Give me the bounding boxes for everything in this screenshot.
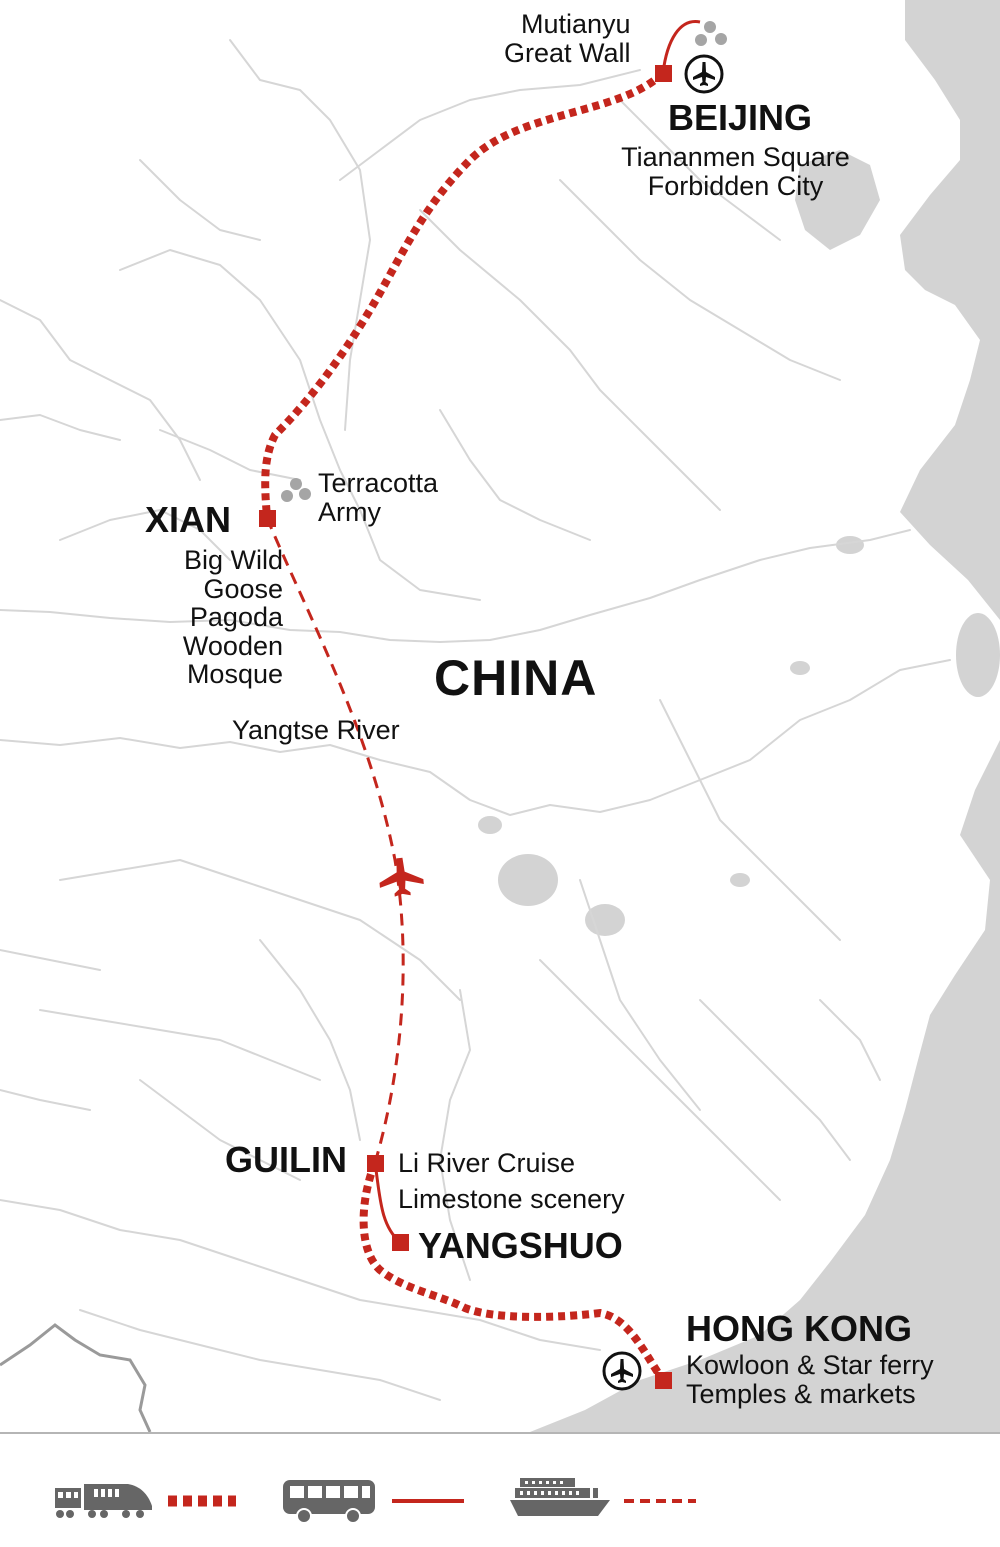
lake: [836, 536, 864, 554]
beijing-marker: [655, 65, 672, 82]
attraction-dots-icon: [695, 21, 727, 46]
airport-icon: [684, 54, 724, 94]
river-label: Yangtse River: [232, 715, 400, 745]
route-xian-guilin: [265, 517, 405, 1164]
route-guilin-hongkong: [359, 1161, 667, 1383]
lake: [478, 816, 502, 834]
bus-icon: [283, 1480, 375, 1524]
guilin-label: GUILIN: [225, 1139, 347, 1180]
river-network: [0, 39, 951, 1401]
sea-area: [530, 0, 1000, 1432]
train-icon: [55, 1484, 152, 1518]
xian-label: XIAN: [145, 499, 232, 540]
legend-background: [0, 1432, 1000, 1547]
border-line: [0, 1323, 152, 1433]
lake: [790, 661, 810, 675]
lake: [956, 613, 1000, 697]
yangshuo-marker: [392, 1234, 409, 1251]
route-beijing-xian: [261, 70, 666, 519]
route-great-wall: [661, 20, 701, 74]
airplane-icon: [379, 857, 424, 897]
country-label: CHINA: [434, 650, 598, 706]
attraction-dots-icon: [281, 478, 311, 502]
lake: [498, 854, 558, 906]
bay-area: [795, 150, 880, 250]
terracotta-label: Terracotta Army: [318, 468, 439, 527]
lake: [585, 904, 625, 936]
beijing-notes: Tiananmen Square Forbidden City: [621, 142, 850, 201]
great-wall-label: Mutianyu Great Wall: [504, 9, 631, 68]
xian-notes: Big Wild Goose Pagoda Wooden Mosque: [182, 545, 283, 690]
hong-kong-notes: Kowloon & Star ferry Temples & markets: [686, 1350, 934, 1409]
boat-icon: [510, 1478, 610, 1516]
lake: [730, 873, 750, 887]
yangshuo-label: YANGSHUO: [418, 1225, 623, 1266]
airport-icon: [602, 1351, 642, 1391]
xian-marker: [259, 510, 276, 527]
beijing-label: BEIJING: [668, 97, 813, 138]
guilin-notes: Li River Cruise Limestone scenery: [398, 1148, 625, 1214]
route-guilin-yangshuo: [373, 1162, 402, 1244]
hong-kong-label: HONG KONG: [686, 1308, 913, 1349]
hong-kong-marker: [655, 1372, 672, 1389]
guilin-marker: [367, 1155, 384, 1172]
